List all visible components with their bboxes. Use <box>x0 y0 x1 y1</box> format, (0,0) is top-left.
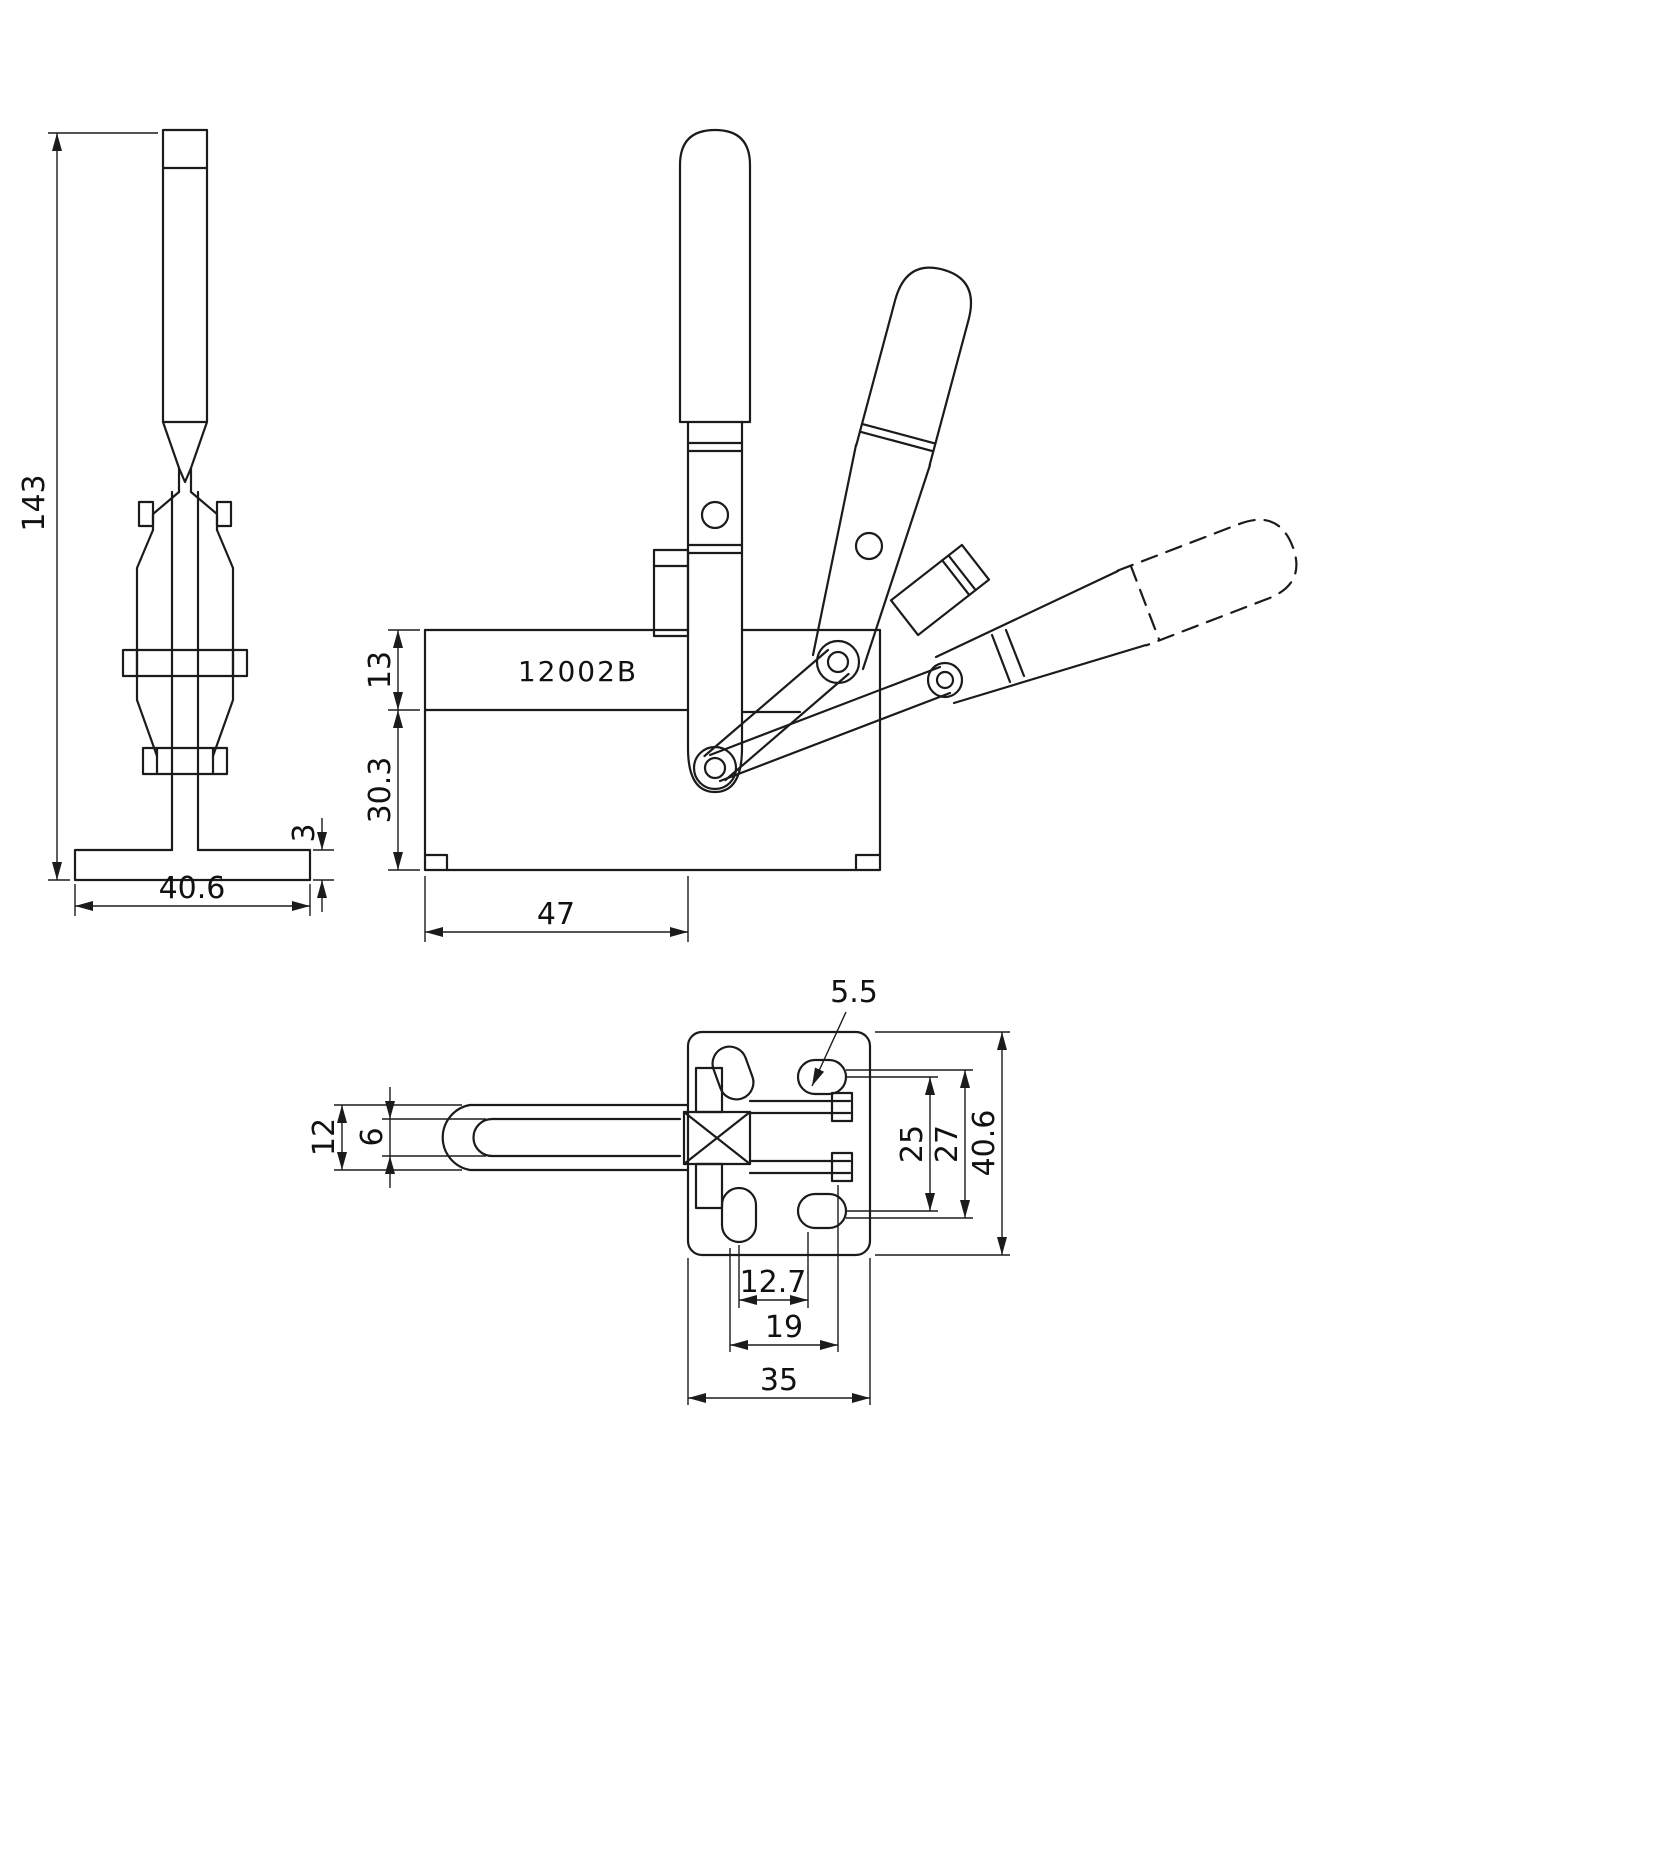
dim-side-base-width: 40.6 <box>159 871 226 906</box>
dimension-front-body-height: 30.3 <box>363 710 420 871</box>
dimension-top-pitch-19: 19 <box>729 1185 839 1352</box>
dimension-top-plate-width: 35 <box>687 1258 871 1405</box>
dimension-front-base-length: 47 <box>424 876 689 942</box>
side-view <box>73 128 312 882</box>
dim-front-body-height: 30.3 <box>363 757 398 824</box>
dimension-side-base-width: 40.6 <box>74 871 311 916</box>
dim-side-base-thickness: 3 <box>287 823 322 842</box>
dim-top-bar-inner: 6 <box>355 1127 390 1146</box>
dim-front-flange-height: 13 <box>363 651 398 689</box>
dimension-top-pitch-25: 25 <box>846 1076 938 1212</box>
dim-top-pitch-27: 27 <box>930 1125 965 1163</box>
top-view <box>441 1030 872 1257</box>
dimension-front-flange-height: 13 <box>363 629 420 711</box>
dimension-top-slot-width: 5.5 <box>811 975 878 1087</box>
dimension-top-bar-outer: 12 <box>307 1104 462 1171</box>
model-number-label: 12002B <box>518 655 638 688</box>
dim-top-plate-width: 35 <box>760 1363 798 1398</box>
dim-top-pitch-25: 25 <box>895 1125 930 1163</box>
dimension-top-pitch-27: 27 <box>846 1069 973 1219</box>
dim-top-plate-height: 40.6 <box>967 1110 1002 1177</box>
dimension-top-pitch-127: 12.7 <box>738 1232 809 1308</box>
dimension-top-bar-inner: 6 <box>355 1087 486 1188</box>
dimension-top-plate-height: 40.6 <box>875 1031 1010 1256</box>
dimension-side-base-thickness: 3 <box>287 818 334 912</box>
front-view <box>423 128 1298 872</box>
dim-top-pitch-127: 12.7 <box>740 1265 807 1300</box>
dim-front-base-length: 47 <box>537 897 575 932</box>
dimension-side-height: 143 <box>17 132 158 881</box>
dim-top-pitch-19: 19 <box>765 1310 803 1345</box>
dim-top-slot-width: 5.5 <box>830 975 878 1010</box>
dim-side-height: 143 <box>17 474 52 531</box>
dim-top-bar-outer: 12 <box>307 1118 342 1156</box>
